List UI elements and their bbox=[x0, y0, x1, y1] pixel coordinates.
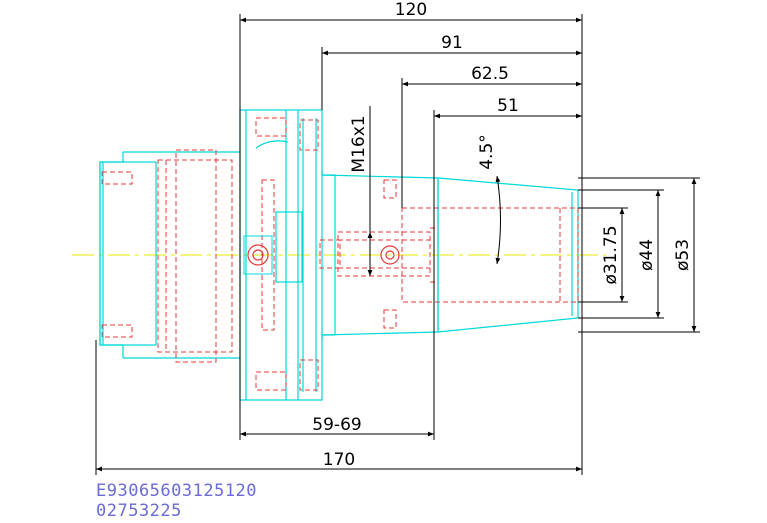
screw-details bbox=[247, 244, 400, 266]
dim-tip-dia: ø44 bbox=[637, 239, 657, 271]
dimension-lines bbox=[95, 14, 700, 475]
dim-overall-bottom: 170 bbox=[323, 450, 355, 470]
dim-taper-length: 51 bbox=[497, 96, 519, 116]
hidden-features bbox=[101, 117, 579, 391]
article-number: 02753225 bbox=[96, 501, 182, 521]
dim-clamp-range: 59-69 bbox=[312, 415, 361, 435]
dim-bore-dia: ø31.75 bbox=[601, 225, 621, 284]
dim-flange-to-tip: 91 bbox=[441, 33, 463, 53]
dim-overall-top: 120 bbox=[395, 0, 427, 20]
dim-angle: 4.5° bbox=[477, 134, 497, 170]
part-code: E93065603125120 bbox=[96, 481, 258, 501]
dim-taper-dia: ø53 bbox=[673, 239, 693, 271]
dim-thread: M16x1 bbox=[349, 115, 369, 172]
dim-bore-depth: 62.5 bbox=[471, 64, 509, 84]
